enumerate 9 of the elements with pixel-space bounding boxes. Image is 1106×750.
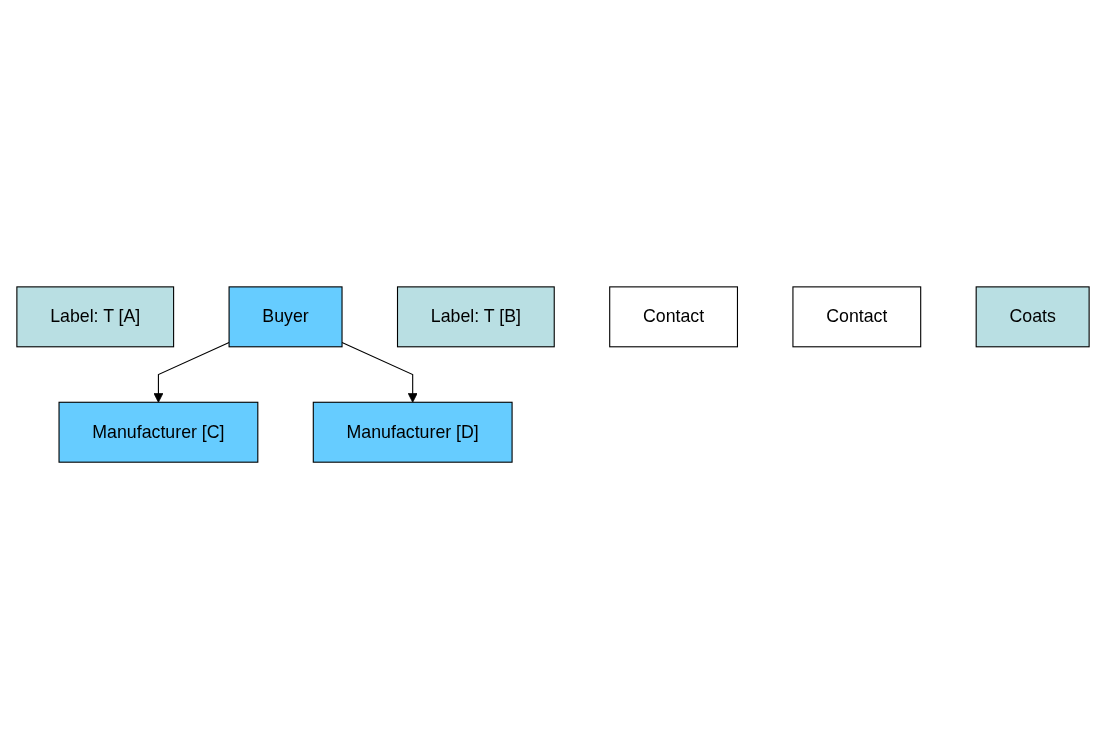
- node-box: Contact: [609, 286, 738, 348]
- node-box: Manufacturer [C]: [58, 402, 259, 464]
- node-box: Buyer: [228, 286, 343, 348]
- node-box: Manufacturer [D]: [312, 402, 513, 464]
- node-box: Label: T [B]: [396, 286, 555, 348]
- arrow: [153, 342, 230, 404]
- node-box: Coats: [975, 286, 1090, 348]
- node-box: Contact: [792, 286, 922, 348]
- node-box: Label: T [A]: [16, 286, 175, 348]
